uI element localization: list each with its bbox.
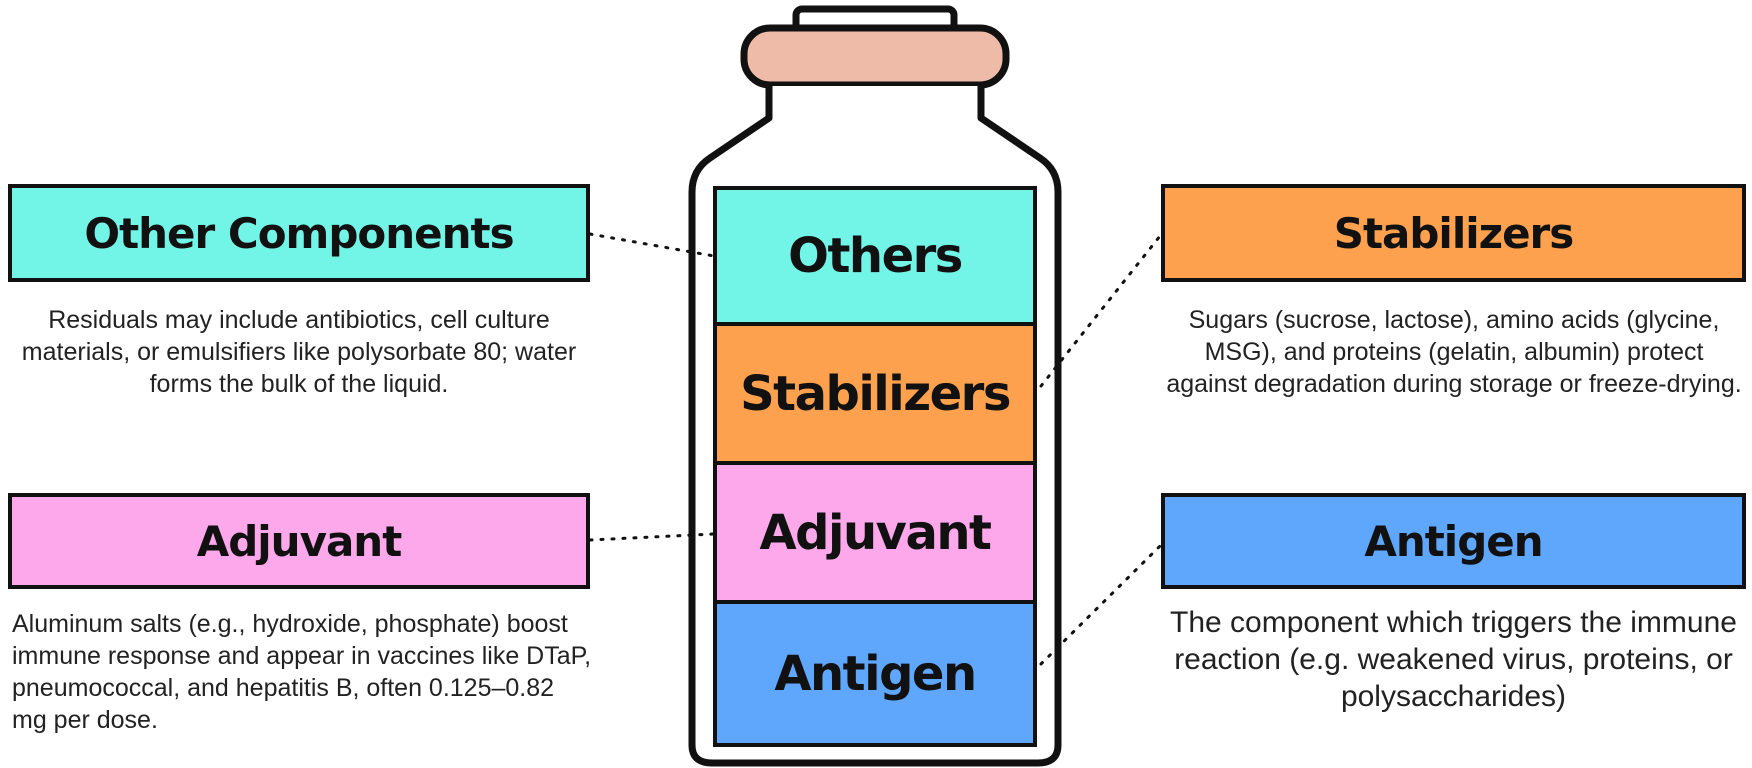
other-components-title: Other Components xyxy=(84,208,514,258)
antigen-description: The component which triggers the immune … xyxy=(1170,606,1737,713)
adjuvant-title: Adjuvant xyxy=(196,516,403,566)
connector-others xyxy=(588,232,716,258)
connector-adjuvant xyxy=(588,532,716,542)
stabilizers-description: Sugars (sucrose, lactose), amino acids (… xyxy=(1166,306,1742,398)
layer-stabilizers: Stabilizers xyxy=(717,326,1033,465)
layer-adjuvant-label: Adjuvant xyxy=(759,504,992,561)
other-components-header: Other Components xyxy=(8,184,590,282)
adjuvant-description: Aluminum salts (e.g., hydroxide, phospha… xyxy=(12,610,592,734)
stabilizers-header: Stabilizers xyxy=(1161,184,1746,282)
stabilizers-title: Stabilizers xyxy=(1333,208,1575,258)
layer-stabilizers-label: Stabilizers xyxy=(740,365,1011,422)
adjuvant-header: Adjuvant xyxy=(8,493,590,589)
layer-adjuvant: Adjuvant xyxy=(717,465,1033,604)
antigen-header: Antigen xyxy=(1161,493,1746,589)
vial-cap xyxy=(740,24,1010,89)
other-components-description: Residuals may include antibiotics, cell … xyxy=(21,306,577,398)
layer-others-label: Others xyxy=(788,228,963,284)
layer-others: Others xyxy=(717,190,1033,326)
layer-antigen: Antigen xyxy=(717,604,1033,743)
connector-stabilizers xyxy=(1039,234,1162,388)
layer-antigen-label: Antigen xyxy=(774,645,977,702)
antigen-title: Antigen xyxy=(1364,516,1543,566)
